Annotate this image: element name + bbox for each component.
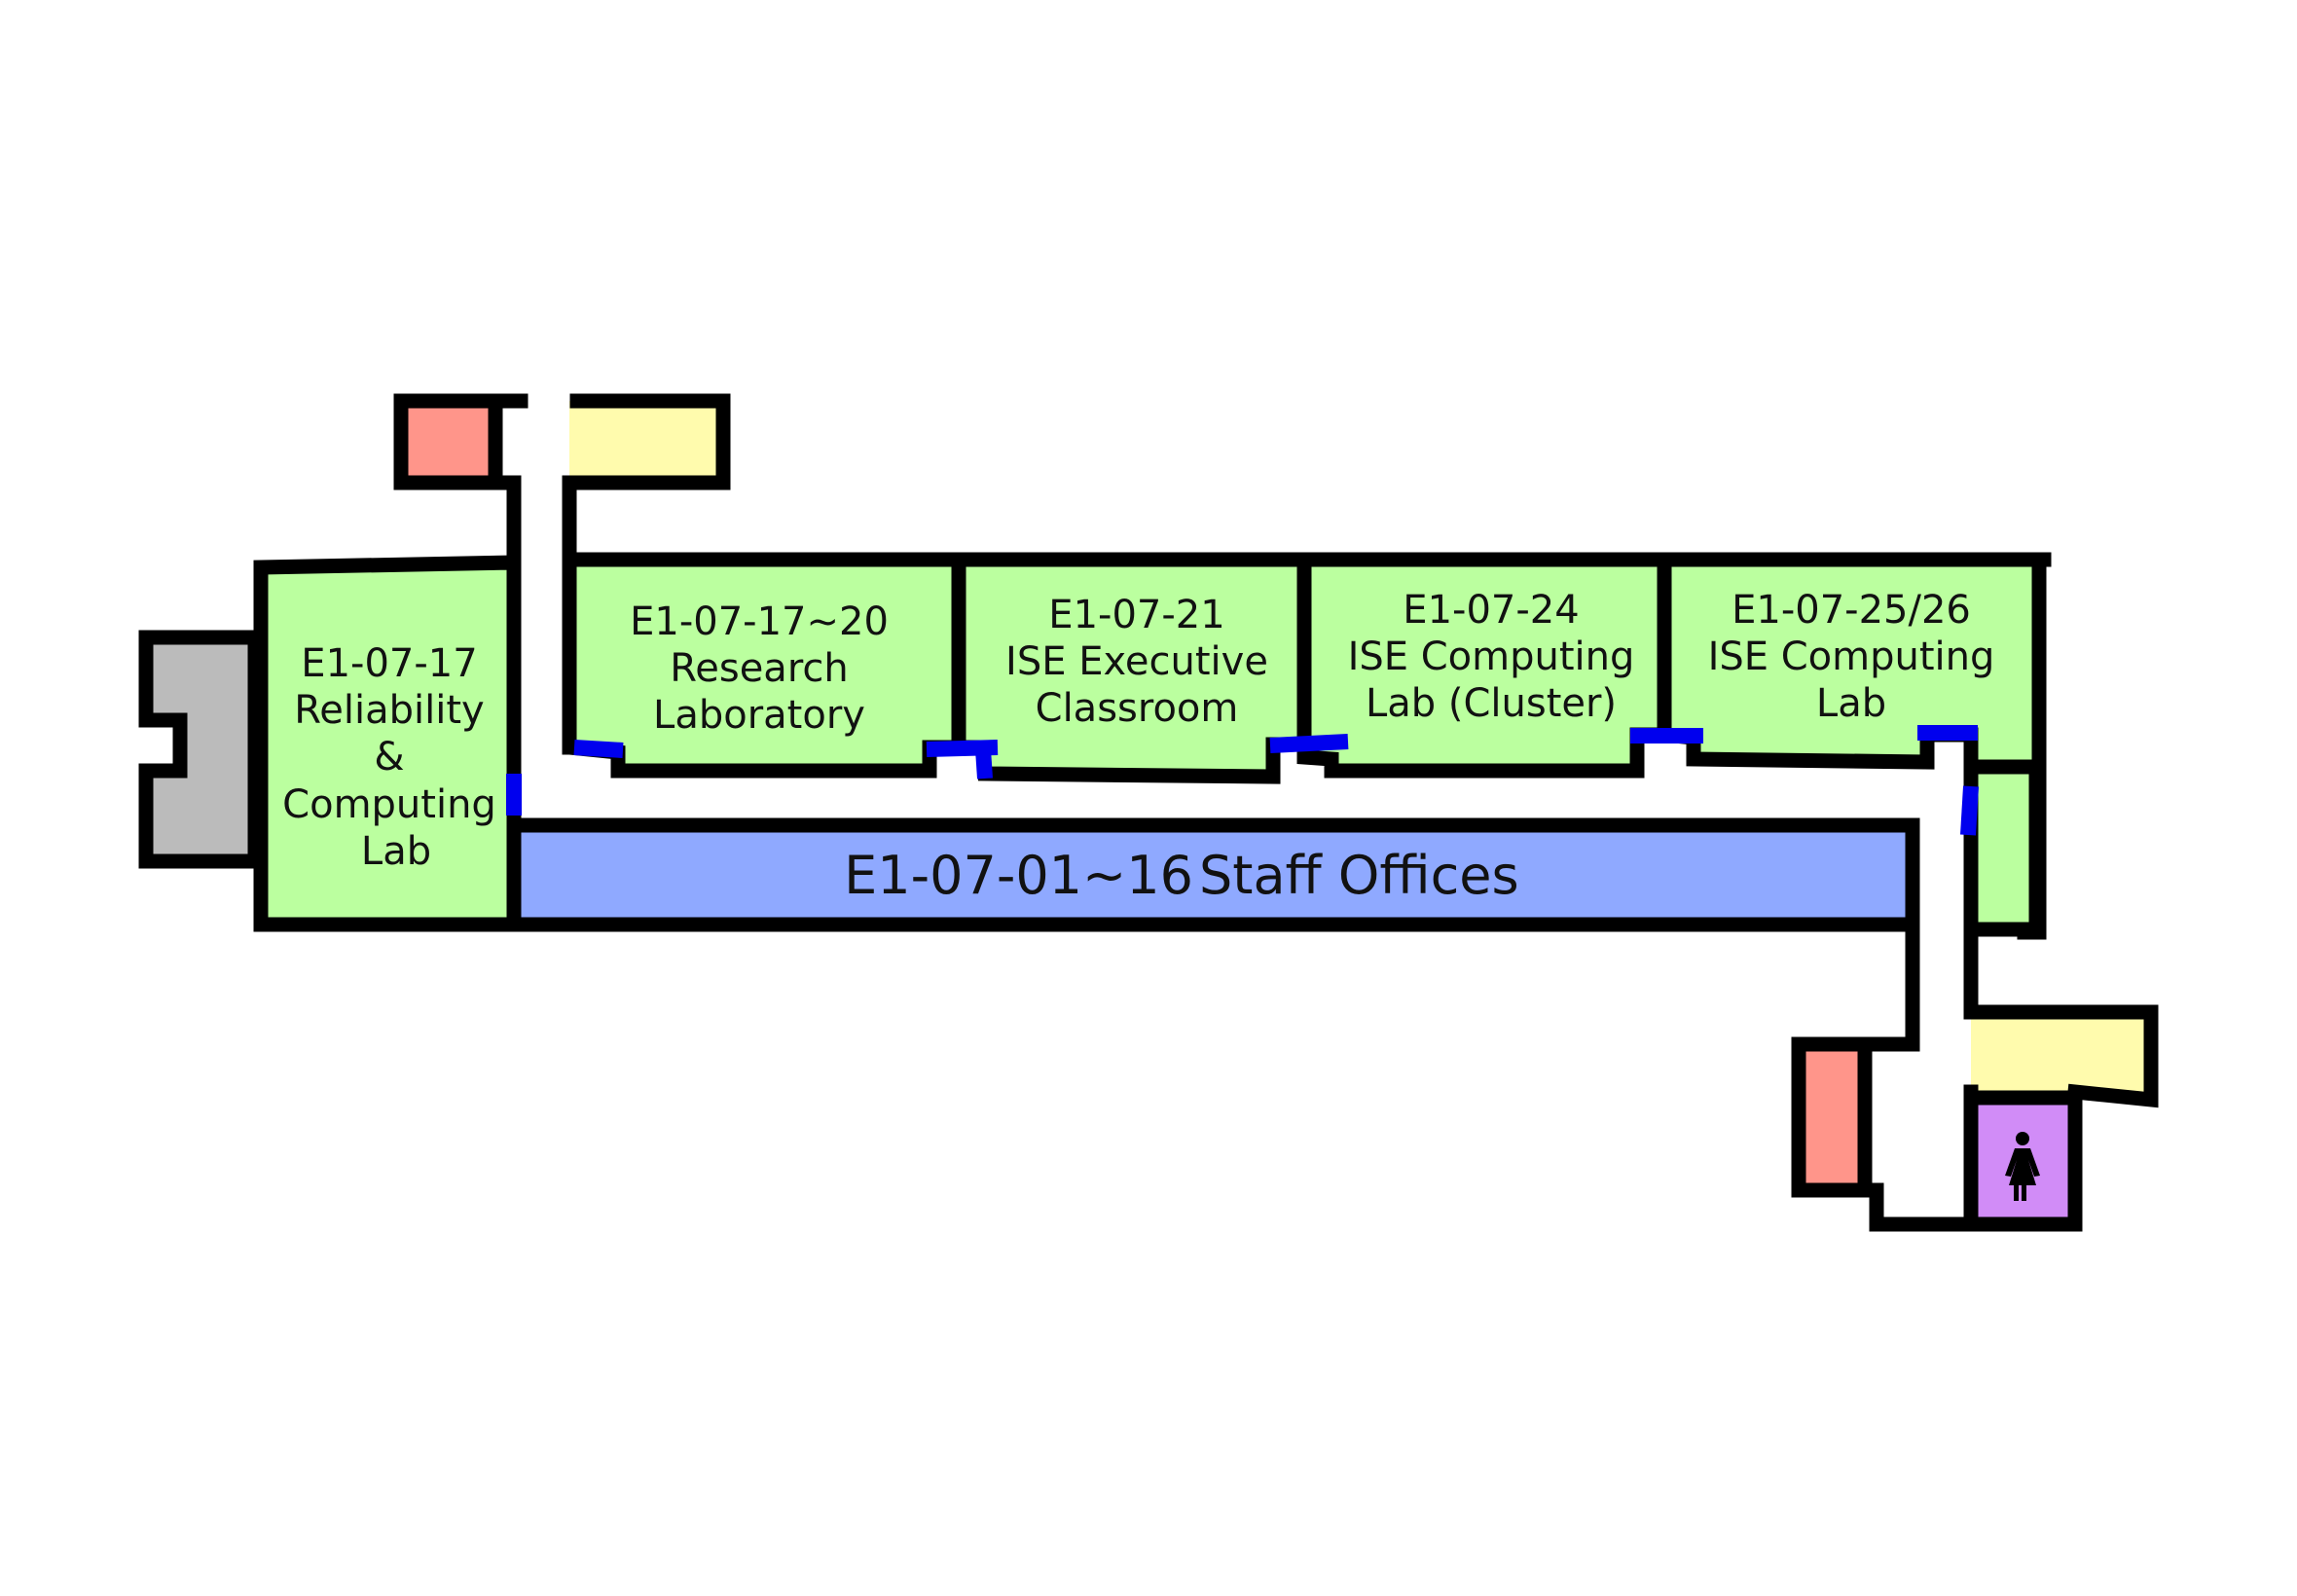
label-e1-07-25-26-line1: ISE Computing [1708, 635, 1995, 679]
label-e1-07-17-line4: Lab [361, 829, 431, 874]
label-e1-07-24-line2: Lab (Cluster) [1366, 681, 1617, 726]
label-e1-07-25-26-code: E1-07-25/26 [1732, 588, 1971, 633]
label-e1-07-24-code: E1-07-24 [1403, 588, 1579, 633]
wall-west-corridor [488, 475, 522, 833]
door-e1-07-21-west[interactable] [975, 748, 993, 780]
label-e1-07-21-code: E1-07-21 [1048, 593, 1224, 637]
door-e1-07-21-east[interactable] [1269, 734, 1349, 753]
label-e1-07-17-line1: Reliability [294, 688, 484, 733]
wall-south-lobby [1857, 1182, 2083, 1232]
label-e1-07-25-26-line2: Lab [1816, 681, 1886, 726]
room-east-annex[interactable] [1963, 759, 2044, 937]
door-east-annex[interactable] [1960, 785, 1979, 836]
label-e1-07-17-20-code: E1-07-17~20 [630, 599, 889, 644]
label-e1-07-17-20-line1: Research [670, 646, 848, 691]
wall-south-lift [1963, 829, 2159, 1108]
label-e1-07-17-20-line2: Laboratory [653, 693, 865, 738]
lift-south [1971, 1012, 2151, 1092]
door-e1-07-17-20-west[interactable] [573, 740, 624, 758]
service-area [138, 630, 263, 869]
label-e1-07-17-line3: Computing [282, 782, 496, 827]
label-e1-07-21-line2: Classroom [1036, 686, 1239, 731]
label-e1-07-17-code: E1-07-17 [301, 641, 477, 686]
label-e1-07-17-line2: & [374, 735, 404, 780]
female-toilet-icon [2005, 1132, 2040, 1201]
room-e1-07-17[interactable] [253, 555, 522, 932]
label-e1-07-21-line1: ISE Executive [1005, 639, 1268, 684]
lift-north [569, 401, 723, 483]
door-e1-07-17-20-east[interactable] [926, 740, 999, 757]
label-staff-offices-name: Staff Offices [1199, 845, 1519, 906]
label-staff-offices-code: E1-07-01~16 [844, 845, 1193, 906]
wall-north-lift [562, 393, 731, 755]
label-e1-07-24-line1: ISE Computing [1348, 635, 1635, 679]
wall-east [2017, 552, 2047, 940]
stairs-north [393, 393, 503, 490]
stairs-south [1791, 1036, 1873, 1198]
